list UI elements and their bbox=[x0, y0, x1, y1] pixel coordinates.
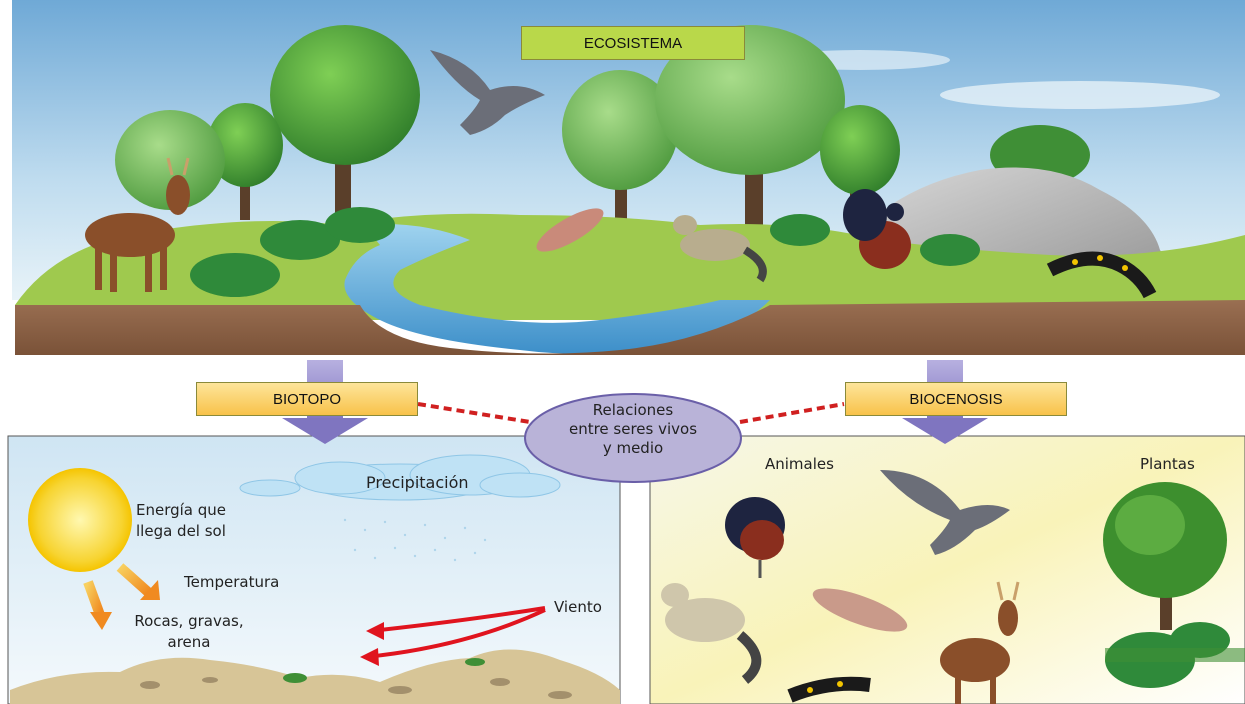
animales-label: Animales bbox=[765, 454, 834, 475]
relaciones-line-3: y medio bbox=[532, 439, 734, 458]
energia-line-1: Energía que bbox=[136, 500, 226, 521]
sun-icon bbox=[28, 468, 132, 572]
relaciones-text: Relaciones entre seres vivos y medio bbox=[532, 401, 734, 458]
biotopo-label: BIOTOPO bbox=[196, 382, 418, 416]
energia-label: Energía que llega del sol bbox=[136, 500, 226, 542]
biocenosis-label-text: BIOCENOSIS bbox=[909, 391, 1002, 408]
relaciones-line-1: Relaciones bbox=[532, 401, 734, 420]
biotopo-label-text: BIOTOPO bbox=[273, 391, 341, 408]
rocas-label: Rocas, gravas, arena bbox=[124, 611, 254, 653]
energia-line-2: llega del sol bbox=[136, 521, 226, 542]
precipitacion-label: Precipitación bbox=[366, 472, 469, 493]
rocas-line-1: Rocas, gravas, bbox=[124, 611, 254, 632]
plantas-label: Plantas bbox=[1140, 454, 1195, 475]
biocenosis-label: BIOCENOSIS bbox=[845, 382, 1067, 416]
ecosistema-title: ECOSISTEMA bbox=[521, 26, 745, 60]
temperatura-label: Temperatura bbox=[184, 572, 279, 593]
dashed-connector bbox=[418, 404, 530, 422]
ecosistema-title-text: ECOSISTEMA bbox=[584, 35, 682, 52]
viento-label: Viento bbox=[554, 597, 602, 618]
dashed-connector bbox=[740, 404, 844, 422]
rocas-line-2: arena bbox=[124, 632, 254, 653]
relaciones-line-2: entre seres vivos bbox=[532, 420, 734, 439]
